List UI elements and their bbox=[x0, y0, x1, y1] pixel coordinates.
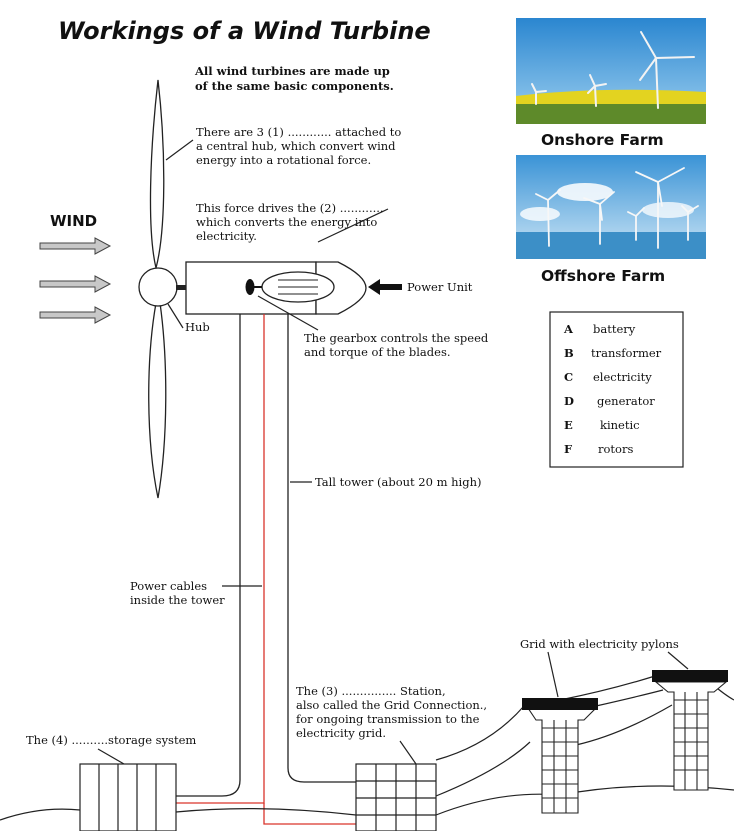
wind-label: WIND bbox=[50, 212, 97, 230]
offshore-farm-photo bbox=[516, 155, 706, 259]
gearbox-label-1: The gearbox controls the speed bbox=[304, 331, 489, 345]
intro-line-2: of the same basic components. bbox=[195, 79, 394, 93]
option-letter-f: F bbox=[564, 442, 573, 456]
cables-label-1: Power cables bbox=[130, 579, 207, 593]
wind-arrow-icon bbox=[39, 237, 112, 324]
station-label-3: for ongoing transmission to the bbox=[296, 712, 480, 726]
generator-icon bbox=[261, 271, 335, 303]
onshore-farm-caption: Onshore Farm bbox=[541, 131, 664, 149]
option-letter-d: D bbox=[564, 394, 574, 408]
option-letter-b: B bbox=[564, 346, 574, 360]
option-text-f: rotors bbox=[598, 442, 633, 456]
storage-leader-line bbox=[97, 748, 125, 765]
blades-label-2: a central hub, which convert wind bbox=[196, 139, 396, 153]
arrow-left-icon bbox=[368, 279, 402, 295]
grid-leader-line-1 bbox=[547, 651, 559, 698]
option-text-d: generator bbox=[597, 394, 655, 408]
grid-leader-line-2 bbox=[667, 651, 689, 670]
hub-icon bbox=[138, 267, 178, 307]
generator-label-1: This force drives the (2) ............ bbox=[196, 201, 384, 215]
blades-label-1: There are 3 (1) ............ attached to bbox=[196, 125, 401, 139]
option-text-c: electricity bbox=[593, 370, 652, 384]
generator-label-3: electricity. bbox=[196, 229, 257, 243]
battery-storage-icon bbox=[79, 763, 177, 831]
option-letter-e: E bbox=[564, 418, 573, 432]
pylon-1-crossarm bbox=[522, 698, 598, 710]
power-cable bbox=[176, 314, 265, 804]
storage-label: The (4) ..........storage system bbox=[26, 733, 196, 747]
option-letter-a: A bbox=[563, 322, 574, 336]
option-text-b: transformer bbox=[591, 346, 662, 360]
station-label-4: electricity grid. bbox=[296, 726, 386, 740]
options-list: A battery B transformer C electricity D … bbox=[563, 322, 662, 456]
option-text-a: battery bbox=[593, 322, 636, 336]
shaft bbox=[176, 285, 188, 290]
grid-station-icon bbox=[355, 763, 437, 831]
power-unit-label: Power Unit bbox=[407, 280, 473, 294]
gearbox-icon bbox=[245, 279, 255, 295]
station-leader-line bbox=[399, 740, 417, 765]
pylon-2 bbox=[654, 681, 728, 791]
blades-leader-line bbox=[165, 139, 194, 161]
onshore-farm-photo bbox=[516, 18, 706, 124]
option-letter-c: C bbox=[564, 370, 573, 384]
option-text-e: kinetic bbox=[600, 418, 640, 432]
station-label-2: also called the Grid Connection., bbox=[296, 698, 487, 712]
tower-label: Tall tower (about 20 m high) bbox=[315, 475, 482, 489]
tower bbox=[176, 314, 356, 797]
intro-line-1: All wind turbines are made up bbox=[194, 64, 390, 78]
gearbox-label-2: and torque of the blades. bbox=[304, 345, 451, 359]
power-cable-to-station bbox=[263, 803, 356, 825]
options-box bbox=[549, 311, 684, 468]
diagram-title: Workings of a Wind Turbine bbox=[58, 17, 431, 45]
blades-label-3: energy into a rotational force. bbox=[196, 153, 371, 167]
pylon-2-crossarm bbox=[652, 670, 728, 682]
hub-leader-line bbox=[167, 303, 184, 329]
pylon-1 bbox=[526, 707, 598, 814]
offshore-farm-caption: Offshore Farm bbox=[541, 267, 665, 285]
generator-label-2: which converts the energy into bbox=[196, 215, 377, 229]
gearbox-leader-line bbox=[257, 295, 319, 331]
hub-label: Hub bbox=[185, 320, 210, 334]
turbine-blades bbox=[148, 79, 167, 499]
cables-label-2: inside the tower bbox=[130, 593, 225, 607]
station-label-1: The (3) ............... Station, bbox=[296, 684, 446, 698]
generator-leader-line bbox=[317, 208, 389, 243]
grid-label: Grid with electricity pylons bbox=[520, 637, 679, 651]
